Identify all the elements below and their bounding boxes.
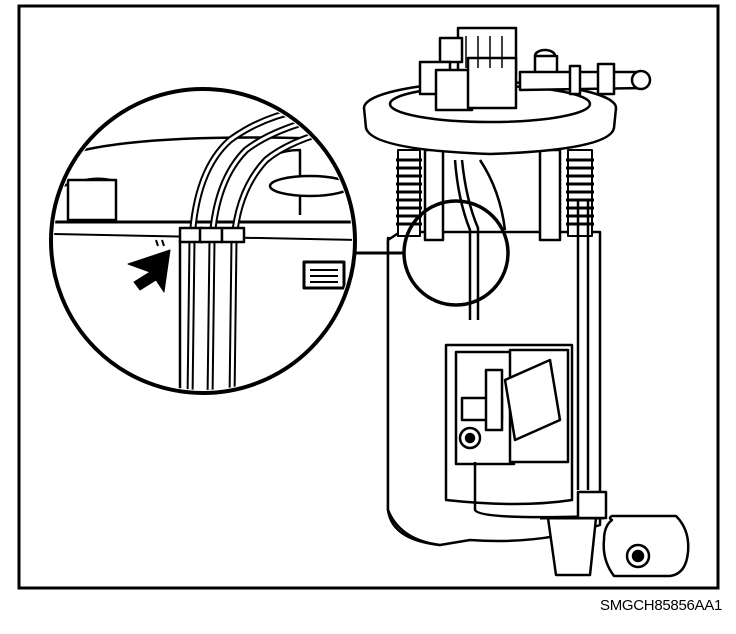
- magnified-detail: [49, 87, 357, 395]
- spring-right: [566, 149, 594, 237]
- figure-caption: SMGCH85856AA1: [600, 597, 722, 614]
- warning-arrow-icon: [127, 249, 171, 293]
- level-float: [602, 514, 690, 578]
- flange-skirt: [362, 107, 618, 156]
- wire-clip: [178, 226, 204, 244]
- guide-rod-right: [538, 148, 562, 242]
- fuel-pump-module: [362, 26, 690, 578]
- guide-rod-left: [423, 148, 445, 242]
- spring-left: [396, 149, 422, 237]
- fuel-strainer: [546, 516, 598, 577]
- fuel-outlet-pipe: [518, 70, 648, 92]
- float-arm-pad: [576, 490, 608, 520]
